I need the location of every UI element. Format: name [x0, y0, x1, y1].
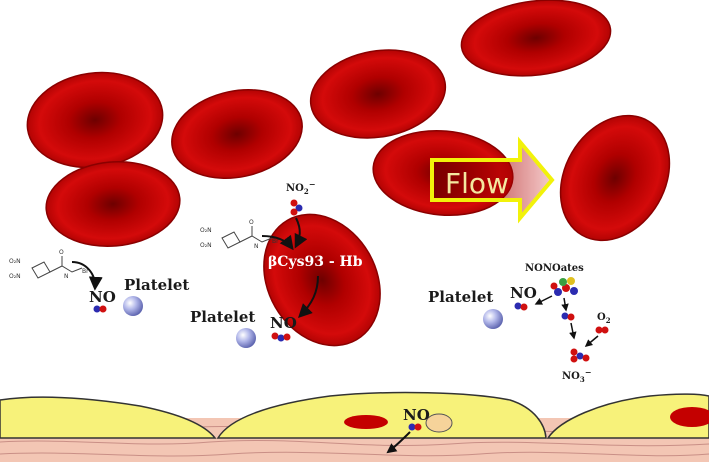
nucleus: [670, 407, 709, 427]
platelet-mid: [236, 328, 256, 348]
svg-text:Br: Br: [272, 238, 279, 245]
no-label-endothelium: NO: [403, 406, 430, 424]
svg-text:N: N: [64, 273, 69, 280]
vessel-wall: [0, 391, 709, 462]
svg-text:N: N: [254, 243, 259, 250]
arrow-o2-to-no3: [584, 335, 599, 347]
arrow-nonoate-to-no: [534, 295, 553, 305]
rbc-cell: [559, 114, 671, 242]
chemical-structure-left: O₂N O₂N N O Br: [9, 249, 89, 280]
arrow-to-no-left: [71, 261, 103, 291]
endothelial-cell: [546, 393, 709, 439]
rbc-cell: [26, 71, 164, 169]
svg-text:Br: Br: [82, 268, 89, 275]
arrow-hb-to-no: [298, 275, 319, 318]
arrow-nitrite-to-hb: [294, 217, 308, 249]
arrow-no-into-muscle: [386, 431, 411, 454]
rbc-cell: [309, 49, 447, 139]
flow-label: Flow: [445, 167, 509, 200]
svg-text:O₂N: O₂N: [9, 258, 21, 265]
platelet-label-left: Platelet: [124, 276, 189, 294]
svg-text:O₂N: O₂N: [200, 227, 212, 234]
chemical-structure-mid: O₂N O₂N N O Br: [200, 219, 279, 250]
oxygen-label: O2: [597, 312, 611, 325]
nonoate-molecule: [550, 277, 578, 296]
svg-text:O₂N: O₂N: [9, 273, 21, 280]
rbc-cell: [171, 89, 303, 179]
nitrite-label: NO2−: [286, 179, 315, 196]
arrow-no-to-no3: [569, 322, 577, 340]
endothelial-cell: [216, 391, 547, 439]
rbc-cell-hemoglobin: [263, 213, 381, 347]
smooth-muscle-texture: [0, 451, 709, 457]
nucleus: [344, 415, 388, 429]
svg-text:O: O: [59, 249, 64, 256]
no-molecule: [514, 302, 528, 311]
no-molecule: [408, 423, 422, 431]
no-label-mid: NO: [270, 314, 297, 332]
smooth-muscle-texture: [0, 439, 709, 447]
rbc-cell: [45, 161, 181, 247]
svg-text:O₂N: O₂N: [200, 242, 212, 249]
no-molecule: [271, 332, 291, 342]
rbc-cell: [460, 0, 612, 77]
arrow-nonoate-down: [561, 297, 569, 312]
nitrate-molecule: [570, 348, 590, 363]
no-label-right: NO: [510, 284, 537, 302]
nonoates-label: NONOates: [525, 263, 584, 274]
oxygen-molecule: [595, 326, 609, 334]
flow-arrow: Flow: [430, 136, 555, 224]
platelet-right: [483, 309, 503, 329]
no-molecule: [561, 312, 575, 321]
nitrite-molecule: [290, 199, 303, 216]
hemoglobin-label: βCys93 - Hb: [268, 254, 363, 270]
svg-text:O: O: [249, 219, 254, 226]
no-label-left: NO: [89, 288, 116, 306]
arrow-chem-to-hb: [261, 234, 294, 251]
no-molecule: [93, 305, 107, 313]
flow-arrow-shape: [430, 136, 555, 224]
endothelial-cell: [0, 396, 217, 439]
platelet-label-right: Platelet: [428, 288, 493, 306]
enzyme-organelle: [425, 413, 453, 433]
platelet-left: [123, 296, 143, 316]
nitrate-label: NO3−: [562, 367, 591, 384]
platelet-label-mid: Platelet: [190, 308, 255, 326]
red-blood-cells: [26, 0, 671, 347]
